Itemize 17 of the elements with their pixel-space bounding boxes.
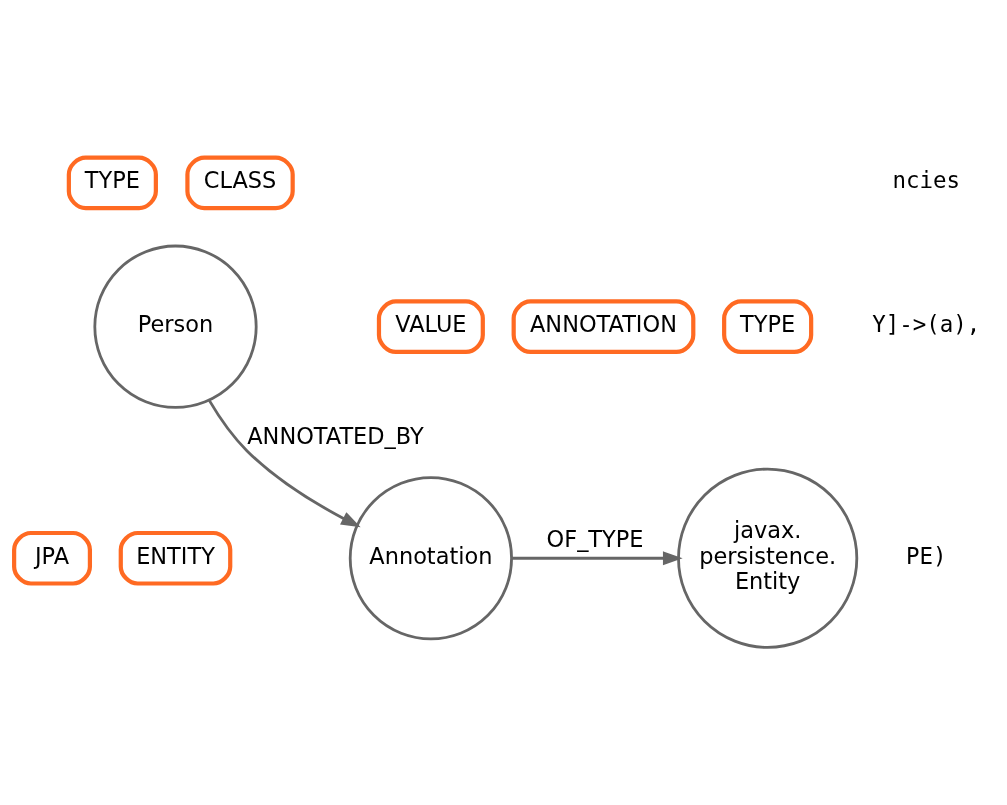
label: PE) (905, 542, 947, 569)
label: Y]->(a), (872, 311, 981, 338)
node-box: TYPE (722, 299, 814, 355)
node-circle: Person (93, 244, 258, 409)
arrow (207, 399, 361, 528)
node-box: ENTITY (118, 530, 233, 586)
edge-label: OF_TYPE (546, 525, 644, 552)
node-circle: javax. persistence. Entity (677, 467, 859, 649)
node-box: JPA (12, 530, 92, 586)
edge-label: ANNOTATED_BY (247, 422, 424, 449)
label: ncies (892, 167, 960, 194)
node-circle: Annotation (348, 476, 513, 641)
arrow (512, 551, 683, 566)
node-box: TYPE (66, 155, 158, 211)
node-box: ANNOTATION (511, 299, 696, 355)
node-box: VALUE (376, 299, 485, 355)
node-box: CLASS (185, 155, 295, 211)
